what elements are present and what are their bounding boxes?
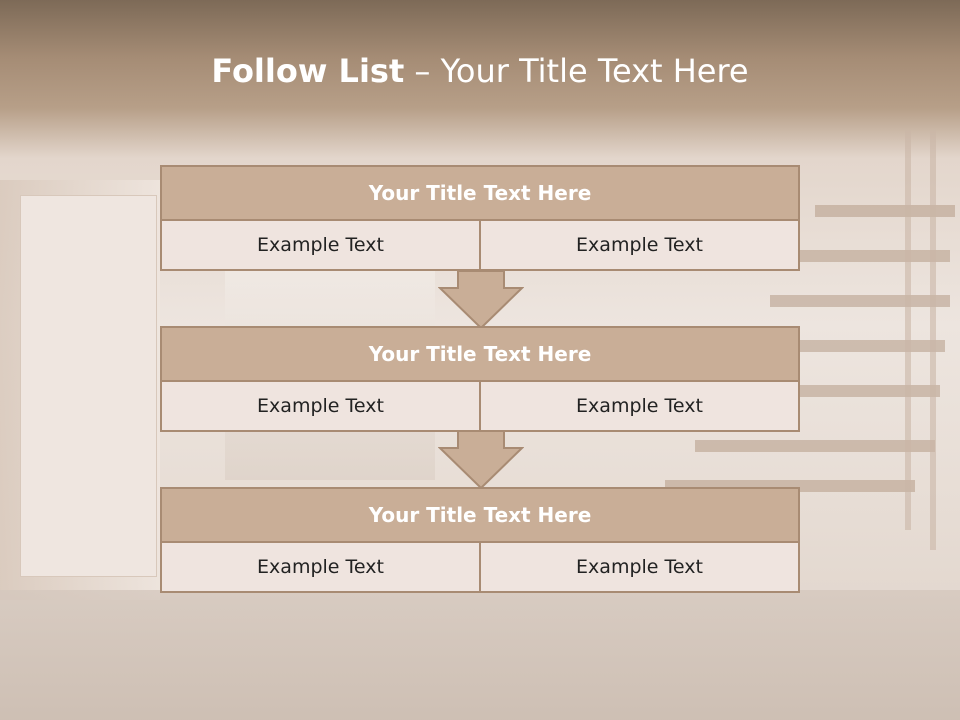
block-row: Example Text Example Text (160, 221, 800, 271)
background-stair-step (790, 250, 950, 262)
block-heading: Your Title Text Here (160, 487, 800, 543)
block-heading: Your Title Text Here (160, 165, 800, 221)
block-cell-right: Example Text (481, 543, 800, 593)
down-arrow-icon (438, 430, 524, 490)
background-stair-step (815, 205, 955, 217)
block-cell-left: Example Text (160, 543, 481, 593)
block-row: Example Text Example Text (160, 543, 800, 593)
slide-title: Follow List – Your Title Text Here (0, 52, 960, 90)
block-cell-right: Example Text (481, 382, 800, 432)
background-stair-step (770, 295, 950, 307)
slide-title-rest: – Your Title Text Here (404, 52, 749, 90)
background-stair-step (695, 440, 935, 452)
down-arrow-icon (438, 270, 524, 330)
block-cell-right: Example Text (481, 221, 800, 271)
list-block-2: Your Title Text Here Example Text Exampl… (160, 326, 800, 432)
slide-title-bold: Follow List (211, 52, 405, 90)
list-block-1: Your Title Text Here Example Text Exampl… (160, 165, 800, 271)
background-railing-post (905, 130, 911, 530)
background-railing-post (930, 130, 936, 550)
block-row: Example Text Example Text (160, 382, 800, 432)
block-cell-left: Example Text (160, 221, 481, 271)
list-block-3: Your Title Text Here Example Text Exampl… (160, 487, 800, 593)
block-cell-left: Example Text (160, 382, 481, 432)
block-heading: Your Title Text Here (160, 326, 800, 382)
background-door (20, 195, 157, 577)
background-floor (0, 590, 960, 720)
